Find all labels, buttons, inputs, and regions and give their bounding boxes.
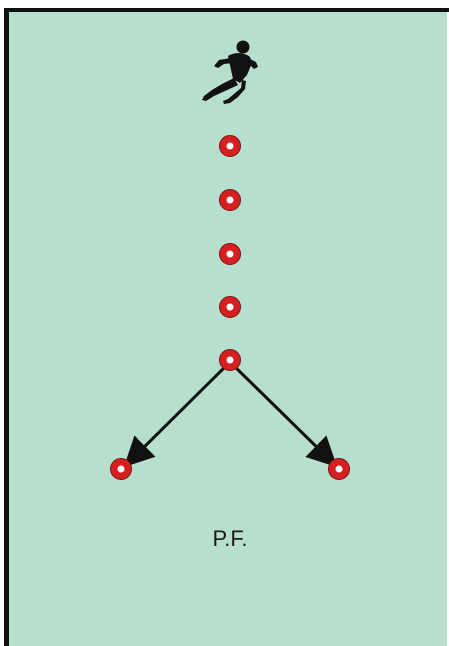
field-area <box>6 9 447 646</box>
cone-marker-icon <box>219 296 241 318</box>
drill-label: P.F. <box>212 526 247 551</box>
arrow-to-right-cone <box>228 360 338 468</box>
field-border-left <box>4 8 9 646</box>
cone-marker-icon <box>219 135 241 157</box>
cone-marker-icon <box>219 349 241 371</box>
cone-marker-icon <box>110 458 132 480</box>
running-player-icon <box>202 40 258 104</box>
field-border-top <box>4 8 449 12</box>
cone-marker-icon <box>219 243 241 265</box>
cone-marker-icon <box>219 189 241 211</box>
arrow-to-left-cone <box>123 360 232 468</box>
cone-marker-icon <box>328 458 350 480</box>
